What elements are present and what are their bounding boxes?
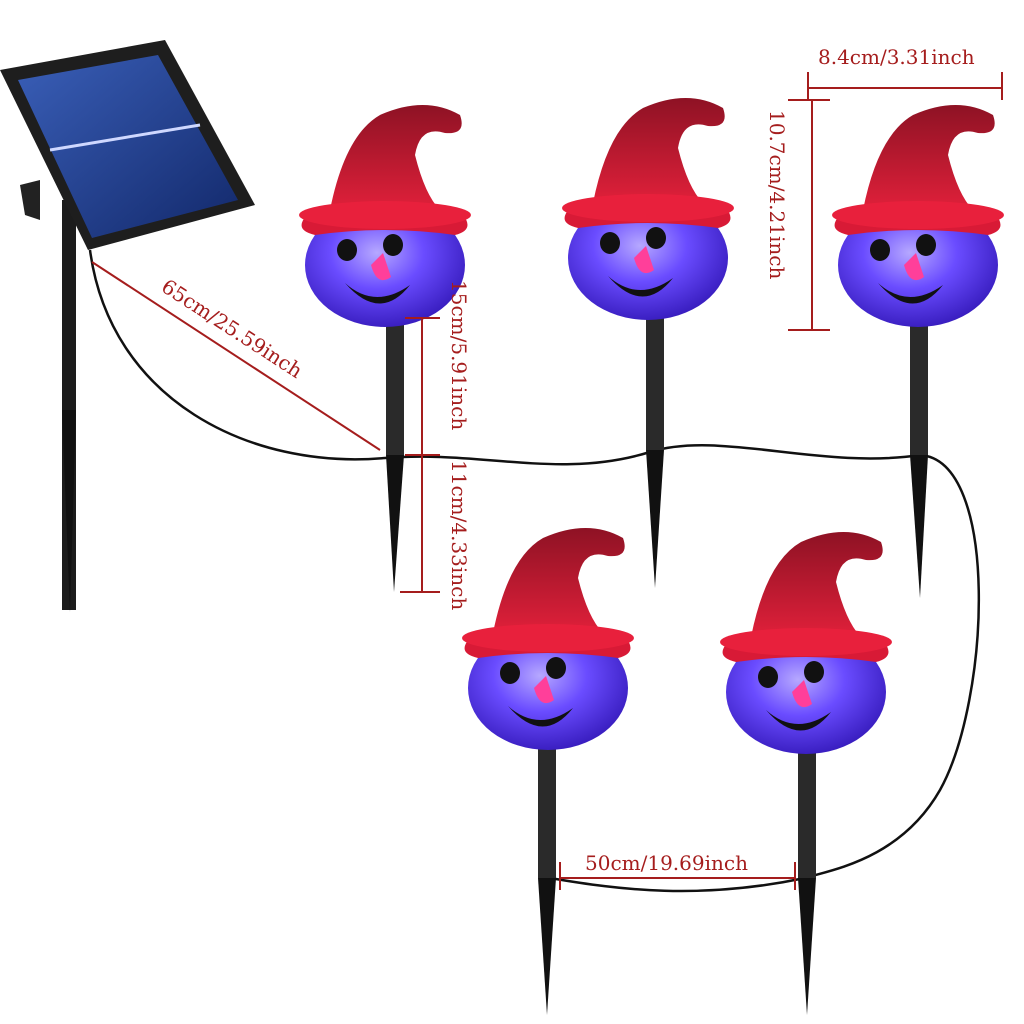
head-width-label: 8.4cm/3.31inch [818, 45, 975, 69]
pumpkin-light-5 [720, 532, 892, 754]
panel-cable-label: 65cm/25.59inch [157, 274, 307, 383]
light-spacing-label: 50cm/19.69inch [585, 851, 748, 875]
stake-upper-label: 15cm/5.91inch [447, 280, 471, 430]
stakes [386, 300, 928, 1015]
pumpkin-light-2 [562, 98, 734, 320]
pumpkin-light-1 [299, 105, 471, 327]
dimension-lines [91, 72, 1003, 890]
pumpkin-light-4 [462, 528, 634, 750]
solar-panel [0, 40, 255, 612]
pumpkin-light-3 [832, 105, 1004, 327]
stake-lower-label: 11cm/4.33inch [447, 460, 471, 610]
head-height-label: 10.7cm/4.21inch [765, 110, 789, 279]
